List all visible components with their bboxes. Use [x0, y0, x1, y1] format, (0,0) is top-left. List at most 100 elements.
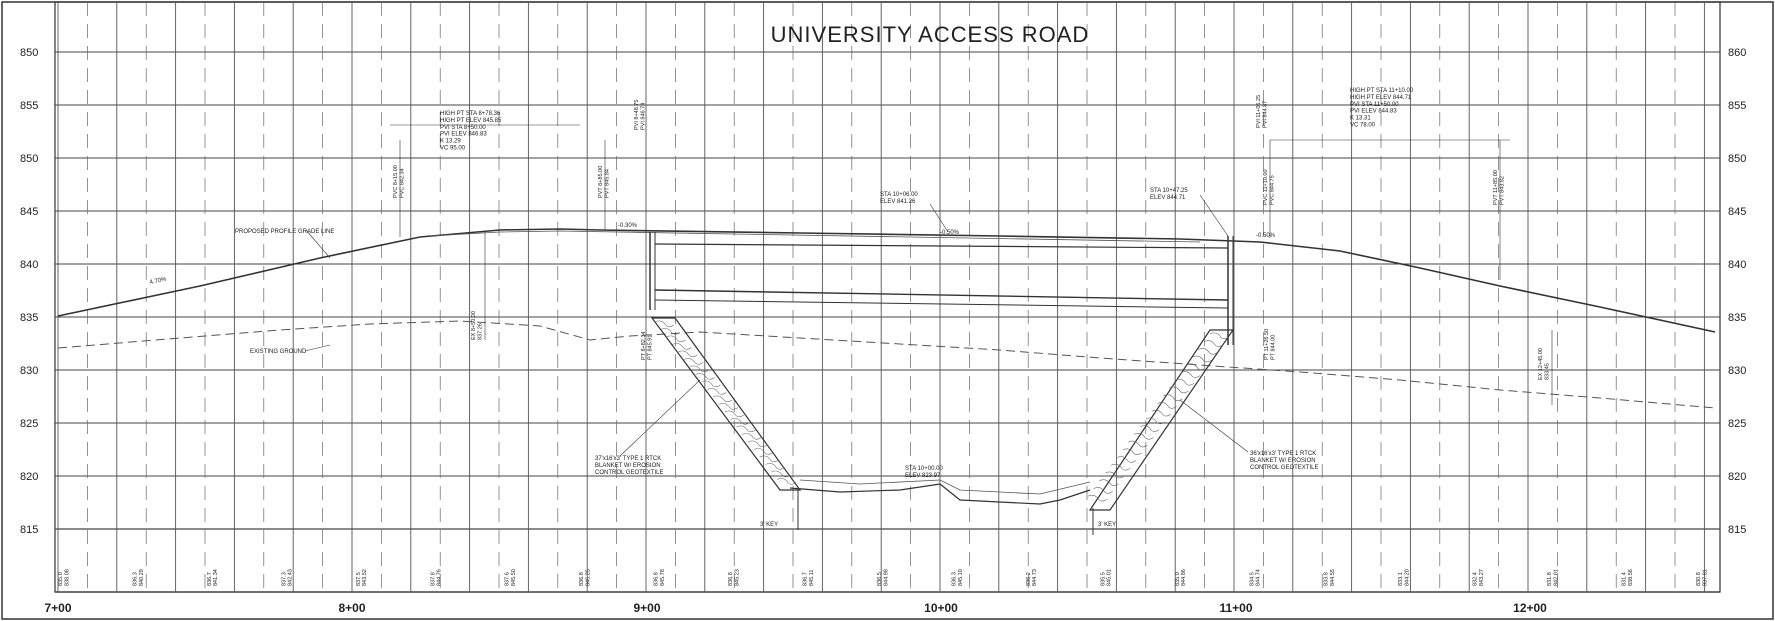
station-callouts: PVC 8+15.00PVC 842.34 PVT 8+85.00PVT 845…	[393, 95, 1553, 405]
riprap-texture	[1163, 394, 1183, 401]
elevation-label-left: 850	[20, 153, 38, 165]
station-value: 831.4838.56	[1622, 569, 1634, 586]
riprap-texture	[724, 410, 744, 418]
existing-ground-note: EXISTING GROUND	[250, 349, 307, 355]
proposed-profile-line	[57, 228, 1716, 333]
elevation-label-left: 820	[20, 471, 38, 483]
station-label: 7+00	[44, 601, 71, 615]
elevation-label-right: 825	[1728, 418, 1746, 430]
riprap-texture	[1174, 378, 1195, 386]
grade-crest-note: -0.30%	[618, 223, 638, 229]
ex-right-callout: EX 12+45.00833.45	[1538, 348, 1550, 380]
grade-left-note: 4.70%	[149, 276, 168, 286]
riprap-texture	[771, 470, 791, 478]
station-value: 831.8842.01	[1547, 569, 1559, 586]
station-value: 835.0844.86	[1175, 569, 1187, 586]
existing-ground-line	[57, 320, 1716, 409]
plot-border	[54, 1, 1721, 593]
station-label: 10+00	[924, 601, 958, 615]
riprap-texture	[1122, 448, 1142, 455]
pt-left-callout: PT 8+82.34PT 845.91	[641, 332, 653, 361]
riprap-texture	[1209, 332, 1230, 340]
station-label: 11+00	[1219, 601, 1252, 615]
key-right-note: 3' KEY	[1098, 522, 1116, 528]
riprap-texture	[1180, 371, 1201, 378]
elevation-label-right: 830	[1728, 365, 1746, 377]
riprap-channel	[650, 317, 1235, 535]
riprap-texture	[1145, 417, 1166, 425]
station-value: 836.8845.78	[654, 569, 666, 586]
riprap-texture	[689, 365, 710, 373]
station-value: 834.5844.74	[1249, 569, 1261, 586]
station-value: 832.4843.27	[1473, 569, 1485, 586]
proposed-profile-line-offset	[429, 230, 1201, 243]
elevation-label-right: 855	[1728, 100, 1746, 112]
riprap-texture	[1110, 463, 1131, 471]
riprap-texture	[1105, 471, 1125, 479]
elevation-label-left: 850	[20, 47, 38, 59]
riprap-texture	[678, 350, 698, 358]
elevation-label-right: 850	[1728, 153, 1746, 165]
riprap-texture	[1087, 494, 1107, 502]
riprap-texture	[695, 373, 715, 380]
elevation-label-left: 855	[20, 100, 38, 112]
riprap-texture	[736, 425, 756, 433]
elevation-label-right: 815	[1728, 524, 1746, 536]
elevation-label-right: 840	[1728, 259, 1746, 271]
pvc-right-callout: PVC 11+10.00PVC 844.75	[1263, 169, 1275, 205]
station-value: 833.1844.20	[1398, 569, 1410, 586]
riprap-texture	[1093, 487, 1113, 494]
pvi-left-callout: PVI 8+48.75PVI 846.74	[634, 100, 646, 130]
station-label: 9+00	[633, 601, 660, 615]
riprap-texture	[1140, 425, 1160, 432]
riprap-texture	[742, 433, 762, 440]
riprap-texture	[1116, 456, 1137, 463]
riprap-texture	[683, 358, 704, 365]
station-label: 12+00	[1513, 601, 1547, 615]
riprap-texture	[707, 388, 727, 395]
station-value: 836.8845.23	[728, 569, 740, 586]
elevation-label-left: 830	[20, 365, 38, 377]
culvert-structure	[649, 232, 1234, 345]
riprap-texture	[759, 455, 779, 463]
station-value: 836.5844.98	[877, 569, 889, 586]
station-value: 837.8844.76	[430, 569, 442, 586]
riprap-texture	[1128, 440, 1148, 448]
station-label: 8+00	[338, 601, 365, 615]
elevation-label-right: 860	[1728, 47, 1746, 59]
grade-mid-note: -0.50%	[940, 230, 960, 236]
pvi-right-callout: PVI 11+05.25PVI 844.87	[1256, 95, 1268, 128]
station-value: 837.5843.52	[356, 569, 368, 586]
riprap-texture	[753, 448, 774, 455]
riprap-texture	[1198, 348, 1218, 355]
riprap-texture	[701, 380, 721, 388]
station-value: 835.5845.01	[1100, 569, 1112, 586]
station-value: 830.8837.81	[1696, 569, 1708, 586]
riprap-texture	[713, 395, 733, 403]
drawing-title: UNIVERSITY ACCESS ROAD	[771, 22, 1090, 47]
riprap-texture	[672, 343, 692, 350]
elevation-label-left: 825	[20, 418, 38, 430]
station-value: 836.3845.10	[952, 569, 964, 586]
elevation-label-left: 845	[20, 206, 38, 218]
station-value: 836.2844.73	[1026, 569, 1038, 586]
riprap-texture	[1192, 355, 1212, 363]
elevation-label-right: 820	[1728, 471, 1746, 483]
riprap-texture	[718, 403, 739, 410]
pt-right-callout: PT 11+26.50PT 844.00	[1264, 329, 1276, 360]
elevation-label-left: 815	[20, 524, 38, 536]
elevation-label-left: 835	[20, 312, 38, 324]
riprap-texture	[730, 418, 750, 425]
profile-annotations: PROPOSED PROFILE GRADE LINE 4.70% EXISTI…	[149, 88, 1510, 528]
vertical-grid	[57, 2, 1705, 592]
riprap-texture	[666, 335, 686, 343]
